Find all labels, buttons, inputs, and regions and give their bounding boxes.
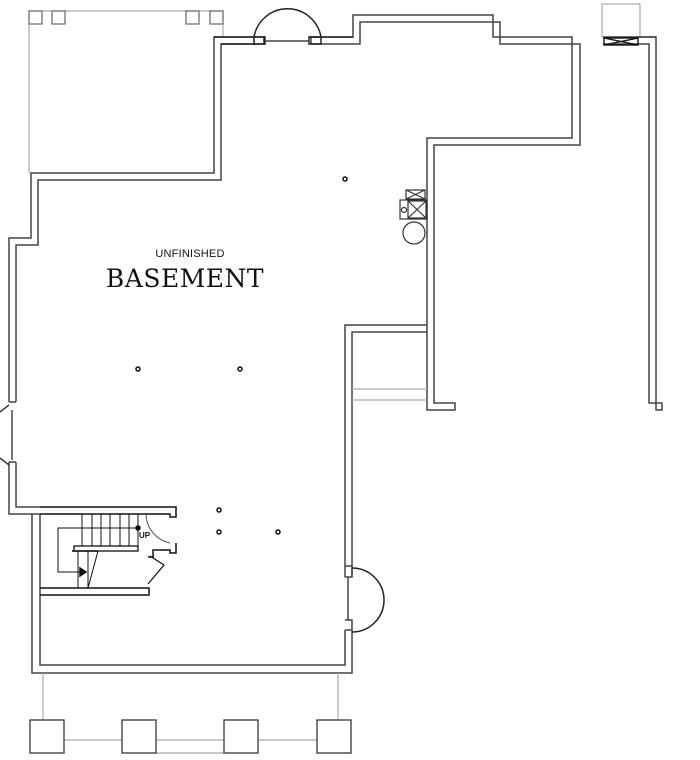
mechanical-equipment — [399, 189, 428, 245]
front-porch — [42, 673, 339, 754]
right-lower-lines — [352, 388, 427, 401]
chimney-box — [601, 3, 641, 38]
vent-icon — [603, 37, 639, 46]
left-window — [0, 404, 10, 466]
exterior-walls — [8, 14, 663, 674]
room-label-sub: UNFINISHED — [155, 248, 225, 260]
water-heater-icon — [405, 189, 426, 200]
furnace-icon — [399, 199, 428, 220]
columns — [135, 176, 348, 535]
room-label-main: BASEMENT — [105, 264, 265, 293]
stair-up-label: UP — [139, 531, 151, 540]
stairs — [40, 506, 177, 596]
tank-icon — [402, 221, 426, 245]
right-bay-window — [351, 567, 385, 633]
porch-posts — [29, 719, 352, 754]
deck-posts-top — [28, 10, 224, 25]
top-bay-window — [214, 8, 353, 45]
upper-left-deck — [28, 10, 224, 173]
